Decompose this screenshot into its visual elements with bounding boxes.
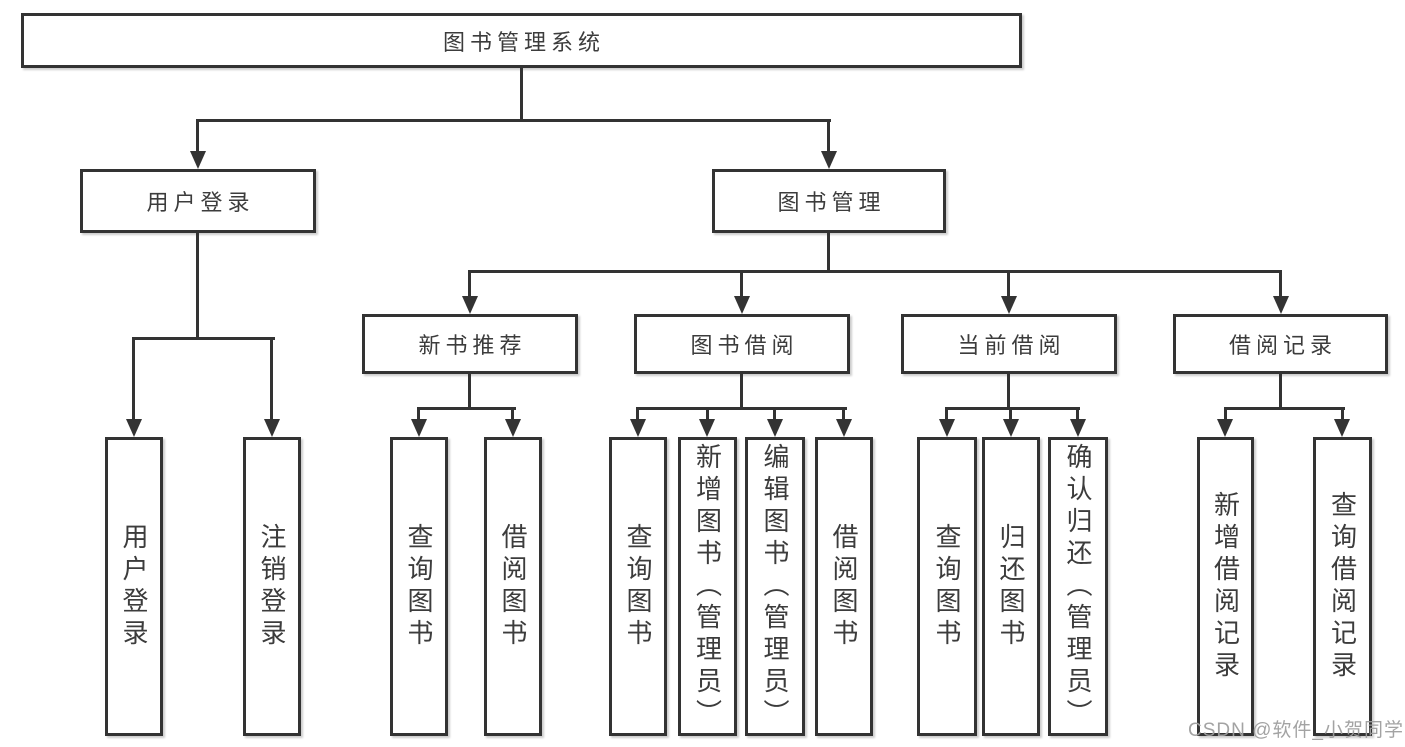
connector-hline <box>196 119 831 122</box>
node-label: 归还图书 <box>996 522 1026 651</box>
node-label: 查询图书 <box>404 522 434 651</box>
arrowhead-down-icon <box>1070 419 1086 437</box>
arrowhead-down-icon <box>1334 419 1350 437</box>
connector-hline <box>636 407 847 410</box>
node-label: 查询图书 <box>623 522 653 651</box>
connector-vline <box>1224 407 1227 423</box>
arrowhead-down-icon <box>734 296 750 314</box>
connector-vline <box>740 374 743 410</box>
connector-hline <box>468 270 1282 273</box>
connector-vline <box>1279 270 1282 300</box>
node-label: 查询借阅记录 <box>1327 490 1358 683</box>
node-label: 图书借阅 <box>690 333 799 358</box>
connector-hline <box>132 337 275 340</box>
arrowhead-down-icon <box>821 151 837 169</box>
node-label: 新增图书（管理员） <box>692 442 723 731</box>
node-label: 图书管理系统 <box>442 29 605 55</box>
leaf-bb-borrow-books: 借阅图书 <box>815 437 873 736</box>
node-label: 用户登录 <box>146 190 255 215</box>
connector-hline <box>1224 407 1345 410</box>
connector-vline <box>468 270 471 300</box>
leaf-cb-query-books: 查询图书 <box>917 437 977 736</box>
node-book-borrowing: 图书借阅 <box>634 314 850 374</box>
node-user-login: 用户登录 <box>80 169 316 233</box>
leaf-br-add-record: 新增借阅记录 <box>1197 437 1254 736</box>
node-label: 当前借阅 <box>957 333 1066 358</box>
arrowhead-down-icon <box>264 419 280 437</box>
node-library-management-system: 图书管理系统 <box>21 13 1022 68</box>
node-borrow-records: 借阅记录 <box>1173 314 1388 374</box>
leaf-nb-query-books: 查询图书 <box>390 437 448 736</box>
connector-vline <box>827 233 830 273</box>
connector-hline <box>945 407 1080 410</box>
arrowhead-down-icon <box>190 151 206 169</box>
connector-vline <box>270 337 273 423</box>
arrowhead-down-icon <box>836 419 852 437</box>
connector-vline <box>196 233 199 340</box>
node-label: 新增借阅记录 <box>1210 490 1241 683</box>
csdn-watermark: CSDN @软件_小贺同学 <box>1188 720 1404 741</box>
node-label: 确认归还（管理员） <box>1063 442 1093 731</box>
leaf-bb-query-books: 查询图书 <box>609 437 667 736</box>
connector-vline <box>1341 407 1344 423</box>
arrowhead-down-icon <box>1217 419 1233 437</box>
connector-vline <box>1076 407 1079 423</box>
connector-vline <box>417 407 420 423</box>
arrowhead-down-icon <box>1001 296 1017 314</box>
node-new-book-recommend: 新书推荐 <box>362 314 578 374</box>
connector-vline <box>706 407 709 423</box>
node-label: 用户登录 <box>119 522 149 651</box>
connector-vline <box>636 407 639 423</box>
connector-vline <box>740 270 743 300</box>
connector-vline <box>196 119 199 153</box>
leaf-bb-edit-books-admin: 编辑图书（管理员） <box>745 437 805 736</box>
connector-vline <box>1009 407 1012 423</box>
arrowhead-down-icon <box>1273 296 1289 314</box>
connector-vline <box>132 337 135 423</box>
leaf-nb-borrow-books: 借阅图书 <box>484 437 542 736</box>
arrowhead-down-icon <box>767 419 783 437</box>
leaf-cb-confirm-return-admin: 确认归还（管理员） <box>1048 437 1108 736</box>
node-label: 借阅图书 <box>498 522 528 651</box>
connector-vline <box>520 68 523 119</box>
connector-vline <box>1007 374 1010 410</box>
connector-vline <box>511 407 514 423</box>
leaf-logout: 注销登录 <box>243 437 301 736</box>
connector-vline <box>773 407 776 423</box>
node-label: 查询图书 <box>932 522 962 651</box>
arrowhead-down-icon <box>411 419 427 437</box>
arrowhead-down-icon <box>126 419 142 437</box>
arrowhead-down-icon <box>462 296 478 314</box>
node-book-management: 图书管理 <box>712 169 946 233</box>
leaf-bb-add-books-admin: 新增图书（管理员） <box>678 437 737 736</box>
node-current-borrowing: 当前借阅 <box>901 314 1117 374</box>
connector-vline <box>842 407 845 423</box>
arrowhead-down-icon <box>630 419 646 437</box>
connector-vline <box>1007 270 1010 300</box>
arrowhead-down-icon <box>939 419 955 437</box>
leaf-user-login: 用户登录 <box>105 437 163 736</box>
node-label: 借阅图书 <box>829 522 859 651</box>
connector-vline <box>945 407 948 423</box>
node-label: 借阅记录 <box>1228 333 1337 358</box>
connector-vline <box>827 119 830 153</box>
leaf-br-query-record: 查询借阅记录 <box>1313 437 1372 736</box>
node-label: 图书管理 <box>777 190 886 215</box>
node-label: 新书推荐 <box>418 333 527 358</box>
connector-vline <box>468 374 471 410</box>
leaf-cb-return-books: 归还图书 <box>982 437 1040 736</box>
connector-hline <box>417 407 516 410</box>
node-label: 编辑图书（管理员） <box>760 442 790 731</box>
node-label: 注销登录 <box>257 522 287 651</box>
arrowhead-down-icon <box>699 419 715 437</box>
arrowhead-down-icon <box>505 419 521 437</box>
connector-vline <box>1279 374 1282 410</box>
arrowhead-down-icon <box>1003 419 1019 437</box>
